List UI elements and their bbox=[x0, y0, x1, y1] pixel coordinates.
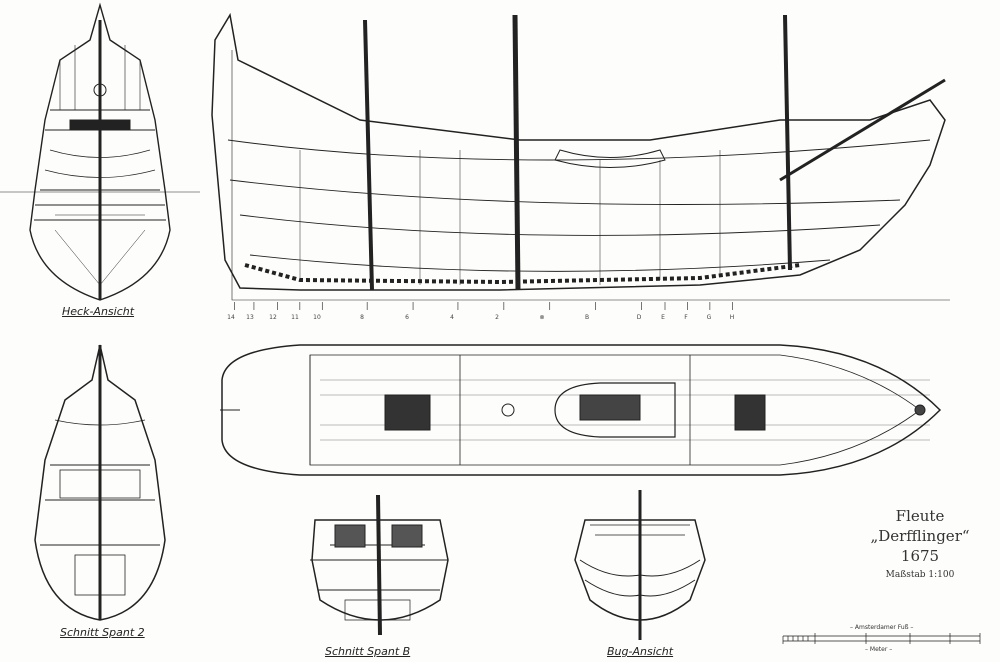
station-label: 4 bbox=[450, 314, 454, 321]
station-label: 13 bbox=[246, 314, 254, 321]
section-2-drawing bbox=[34, 344, 166, 621]
station-ticks bbox=[234, 302, 733, 310]
station-label: 8 bbox=[360, 314, 364, 321]
station-label: F bbox=[684, 314, 688, 321]
deck-plan-drawing bbox=[220, 344, 942, 476]
scale-bar bbox=[782, 633, 981, 644]
bow-view-drawing bbox=[574, 490, 706, 640]
station-label: 12 bbox=[269, 314, 277, 321]
caption-section-b: Schnitt Spant B bbox=[325, 645, 411, 658]
station-label: 2 bbox=[495, 314, 499, 321]
section-b-drawing bbox=[310, 494, 449, 636]
station-label: G bbox=[706, 314, 712, 321]
caption-section-2: Schnitt Spant 2 bbox=[60, 626, 145, 639]
stern-view-drawing bbox=[0, 2, 200, 301]
station-label: ⊗ bbox=[539, 314, 545, 321]
station-label: E bbox=[661, 314, 665, 321]
station-label: 10 bbox=[313, 314, 321, 321]
title-name: „Derfflinger“ bbox=[870, 527, 970, 545]
title-scale: Maßstab 1:100 bbox=[885, 570, 955, 580]
station-label: 6 bbox=[405, 314, 409, 321]
title-type: Fleute bbox=[895, 507, 945, 525]
title-year: 1675 bbox=[900, 547, 940, 565]
scale-upper-label: – Amsterdamer Fuß – bbox=[850, 624, 914, 631]
caption-bow-view: Bug-Ansicht bbox=[607, 645, 674, 658]
scale-lower-label: – Meter – bbox=[865, 646, 893, 653]
side-profile-drawing bbox=[211, 12, 950, 301]
station-label: 14 bbox=[227, 314, 235, 321]
station-label: 11 bbox=[291, 314, 299, 321]
station-label: H bbox=[729, 314, 735, 321]
station-label: B bbox=[584, 314, 590, 321]
station-label: D bbox=[636, 314, 642, 321]
caption-stern-view: Heck-Ansicht bbox=[62, 305, 135, 318]
